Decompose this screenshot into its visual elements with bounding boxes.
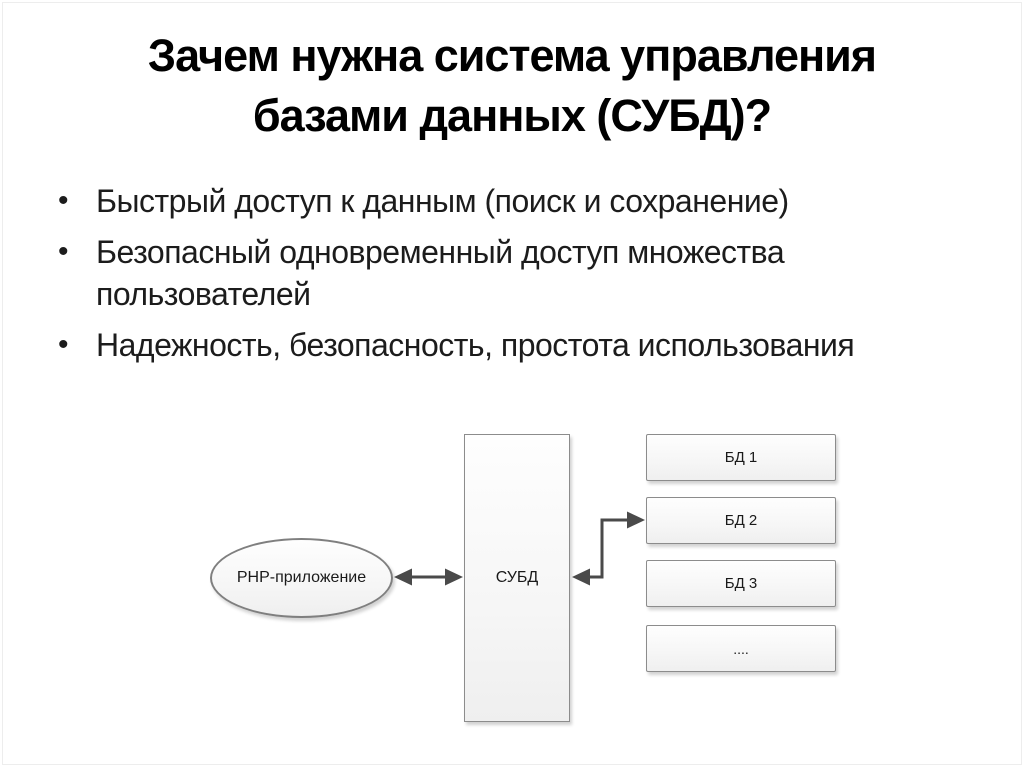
db-label: БД 2	[724, 512, 758, 529]
bullet-text: Безопасный одновременный доступ множеств…	[96, 234, 785, 312]
php-dbms-arrow	[394, 568, 463, 586]
dbms-node: СУБД	[464, 434, 570, 722]
bullet-item: • Надежность, безопасность, простота исп…	[58, 324, 988, 366]
db-label: ....	[733, 640, 749, 657]
bullet-list: • Быстрый доступ к данным (поиск и сохра…	[58, 180, 988, 375]
db-node-2: БД 2	[646, 497, 836, 544]
db-node-1: БД 1	[646, 434, 836, 481]
bullet-marker: •	[58, 235, 69, 268]
bullet-item: • Быстрый доступ к данным (поиск и сохра…	[58, 180, 988, 222]
db-node-4: ....	[646, 625, 836, 672]
php-app-node: PHP-приложение	[210, 538, 393, 618]
arrowhead-left-icon	[572, 568, 590, 586]
arrowhead-right-icon	[627, 511, 645, 529]
title-line-2: базами данных (СУБД)?	[252, 90, 772, 141]
arrowhead-left-icon	[394, 568, 412, 586]
dbms-label: СУБД	[495, 569, 539, 586]
db-label: БД 1	[724, 449, 758, 466]
slide-title: Зачем нужна система управления базами да…	[0, 26, 1024, 146]
db-label: БД 3	[724, 575, 758, 592]
dbms-db-arrow-line	[589, 518, 629, 579]
arrowhead-right-icon	[445, 568, 463, 586]
bullet-text: Быстрый доступ к данным (поиск и сохране…	[96, 183, 789, 219]
bullet-marker: •	[58, 328, 69, 361]
title-line-1: Зачем нужна система управления	[147, 30, 877, 81]
php-app-label: PHP-приложение	[236, 569, 367, 586]
bullet-marker: •	[58, 184, 69, 217]
db-node-3: БД 3	[646, 560, 836, 607]
dbms-db-arrow	[572, 511, 645, 586]
bullet-item: • Безопасный одновременный доступ множес…	[58, 231, 988, 315]
bullet-text: Надежность, безопасность, простота испол…	[96, 327, 855, 363]
